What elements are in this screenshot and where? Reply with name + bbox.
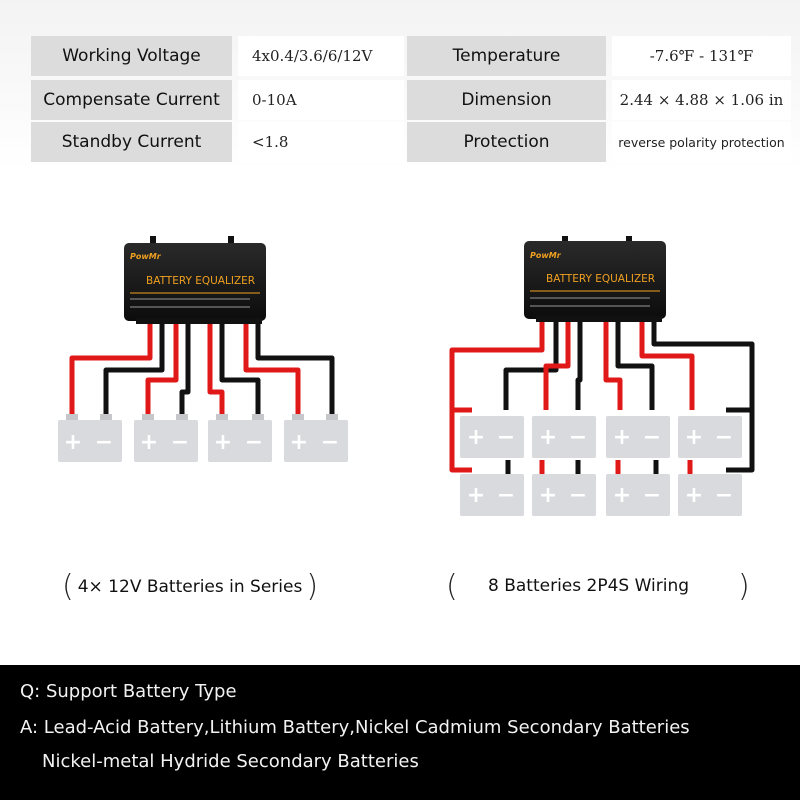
battery-equalizer-device: PowMr BATTERY EQUALIZER	[524, 236, 666, 322]
battery: + −	[460, 416, 524, 458]
device-title: BATTERY EQUALIZER	[146, 275, 255, 287]
battery-plus: +	[140, 430, 158, 455]
battery: + −	[678, 474, 742, 516]
battery-minus: −	[171, 430, 189, 455]
wire-red	[603, 318, 623, 410]
spec-label: Compensate Current	[31, 80, 232, 120]
battery: + −	[134, 414, 198, 462]
battery-row-top: + − + − + − + −	[460, 416, 742, 458]
wire-red	[145, 318, 179, 418]
battery: + −	[460, 474, 524, 516]
battery: + −	[532, 416, 596, 458]
device-brand: PowMr	[130, 252, 162, 261]
parallel-series-diagram: PowMr BATTERY EQUALIZER + − + − + −	[449, 236, 755, 516]
device-brand: PowMr	[530, 251, 562, 260]
parallel-caption-text: 8 Batteries 2P4S Wiring	[488, 576, 690, 596]
spec-value: -7.6℉ - 131℉	[612, 36, 791, 76]
wiring-diagrams: PowMr BATTERY EQUALIZER + − + −	[58, 236, 755, 516]
battery: + −	[532, 474, 596, 516]
device-title: BATTERY EQUALIZER	[546, 273, 655, 285]
battery-plus: +	[214, 430, 232, 455]
parallel-caption: (	[446, 572, 458, 602]
wire-black	[255, 318, 335, 418]
battery-minus: −	[643, 483, 661, 508]
spec-label: Dimension	[407, 80, 606, 120]
spec-value: 2.44 × 4.88 × 1.06 in	[612, 80, 791, 120]
wire-red	[243, 318, 301, 418]
parallel-caption-close: )	[738, 572, 750, 602]
series-diagram: PowMr BATTERY EQUALIZER + − + −	[58, 236, 348, 462]
wire-red	[543, 318, 571, 410]
wire-red	[639, 318, 695, 410]
spec-value: <1.8	[238, 122, 404, 162]
battery-minus: −	[715, 425, 733, 450]
battery-plus: +	[685, 425, 703, 450]
battery-minus: −	[95, 430, 113, 455]
battery-minus: −	[643, 425, 661, 450]
spec-value: reverse polarity protection	[612, 122, 791, 162]
battery-minus: −	[497, 425, 515, 450]
wire-black	[503, 318, 559, 410]
wire-black	[575, 318, 583, 410]
wire-black	[179, 318, 191, 418]
wire-red	[207, 318, 225, 418]
series-caption-text: 4× 12V Batteries in Series	[77, 577, 303, 597]
battery-plus: +	[613, 425, 631, 450]
battery-row: + − + − + − + −	[58, 414, 348, 462]
series-wires	[69, 318, 335, 418]
battery-minus: −	[245, 430, 263, 455]
spec-label: Working Voltage	[31, 36, 232, 76]
wire-black	[651, 318, 755, 473]
close-paren: )	[306, 569, 319, 604]
close-paren: )	[738, 569, 750, 604]
wire-black	[103, 318, 165, 418]
wire-black	[615, 318, 655, 410]
wire-red	[449, 318, 545, 473]
battery-plus: +	[64, 430, 82, 455]
battery: + −	[606, 416, 670, 458]
battery-plus: +	[685, 483, 703, 508]
battery: + −	[208, 414, 272, 462]
battery-plus: +	[539, 425, 557, 450]
battery-equalizer-device: PowMr BATTERY EQUALIZER	[124, 236, 266, 324]
battery-plus: +	[467, 425, 485, 450]
battery-plus: +	[467, 483, 485, 508]
series-caption: ( 4× 12V Batteries in Series )	[62, 572, 318, 602]
battery-minus: −	[497, 483, 515, 508]
battery-plus: +	[290, 430, 308, 455]
battery: + −	[58, 414, 122, 462]
spec-row: Standby Current <1.8 Protection reverse …	[31, 122, 791, 162]
qa-panel: Q: Support Battery Type A: Lead-Acid Bat…	[0, 665, 800, 800]
battery-minus: −	[569, 425, 587, 450]
spec-value: 0-10A	[238, 80, 404, 120]
battery-minus: −	[715, 483, 733, 508]
battery: + −	[606, 474, 670, 516]
spec-label: Standby Current	[31, 122, 232, 162]
spec-row: Compensate Current 0-10A Dimension 2.44 …	[31, 80, 791, 120]
spec-value: 4x0.4/3.6/6/12V	[238, 36, 404, 76]
battery: + −	[678, 416, 742, 458]
open-paren: (	[446, 569, 458, 604]
open-paren: (	[62, 569, 74, 604]
battery-minus: −	[321, 430, 339, 455]
battery: + −	[284, 414, 348, 462]
spec-label: Protection	[407, 122, 606, 162]
spec-label: Temperature	[407, 36, 606, 76]
battery-row-bottom: + − + − + − + −	[460, 474, 742, 516]
qa-question: Q: Support Battery Type	[20, 681, 237, 702]
battery-plus: +	[613, 483, 631, 508]
qa-answer-line2: Nickel-metal Hydride Secondary Batteries	[42, 751, 419, 772]
spec-row: Working Voltage 4x0.4/3.6/6/12V Temperat…	[31, 36, 791, 76]
wire-black	[219, 318, 261, 418]
2p4s-wires	[449, 318, 755, 476]
battery-plus: +	[539, 483, 557, 508]
wire-red	[69, 318, 153, 418]
qa-answer-line1: A: Lead-Acid Battery,Lithium Battery,Nic…	[20, 717, 690, 738]
battery-minus: −	[569, 483, 587, 508]
